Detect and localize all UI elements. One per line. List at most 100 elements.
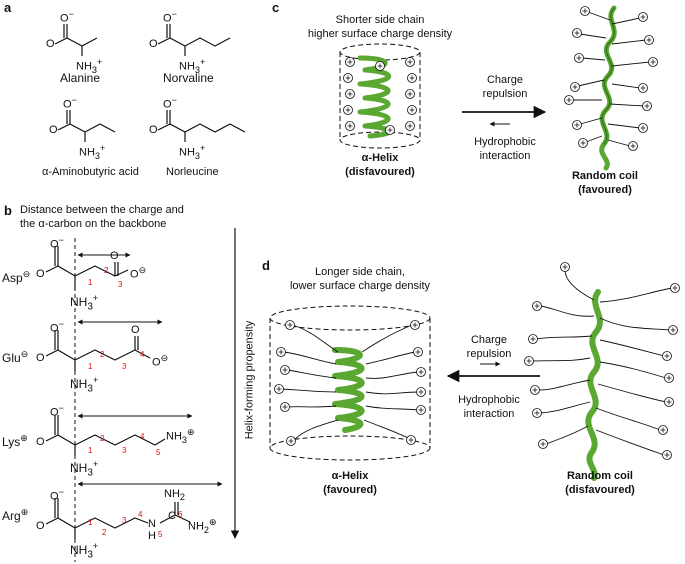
plus-charge-icon [409,75,415,81]
plus-charge-icon [418,407,424,413]
plus-charge-icon [640,125,646,131]
plus-charge-icon [574,122,580,128]
helix-d-sidechains [281,324,419,441]
norleucine-o: O [149,124,158,136]
plus-charge-icon [287,322,293,328]
arg-o-minus: O− [50,487,64,503]
plus-charge-icon [408,437,414,443]
arg-label: Arg⊕ [2,507,29,523]
helix-c-charges [343,57,417,135]
plus-charge-icon [666,375,672,381]
b-caption-line1: Distance between the charge and [20,204,184,216]
plus-charge-icon [530,336,536,342]
asp-o-terminal: O⊖ [130,265,147,281]
panel-label-b: b [4,203,12,218]
glu-o-terminal: O⊖ [152,353,169,369]
plus-charge-icon [640,14,646,20]
norleucine-structure [157,110,246,142]
b-caption-line2: the α-carbon on the backbone [20,218,167,230]
plus-charge-icon [415,349,421,355]
helix-propensity-label: Helix-forming propensity [243,320,256,440]
helix-d-coil [332,347,365,433]
lys-nh3-terminal: NH3⊕ [166,427,195,445]
glu-label: Glu⊖ [2,349,29,365]
plus-charge-icon [582,8,588,14]
panel-label-d: d [262,258,270,273]
plus-charge-icon [670,327,676,333]
arg-c6: 6 [178,510,183,519]
glu-nh3: NH3+ [70,375,99,395]
c-arrow-top1: Charge [486,74,524,86]
c-helix-label1: α-Helix [361,152,399,164]
lys-structure [45,415,166,456]
plus-charge-icon [630,143,636,149]
alanine-nh3: NH3+ [76,57,103,75]
asp-o-minus: O− [50,235,64,251]
plus-charge-icon [640,85,646,91]
plus-charge-icon [562,264,568,270]
plus-charge-icon [418,369,424,375]
lys-c4: 4 [140,432,145,441]
c-top-line1: Shorter side chain [335,14,425,26]
plus-charge-icon [412,322,418,328]
plus-charge-icon [666,399,672,405]
aminobutyric-name: α-Aminobutyric acid [42,166,139,178]
aminobutyric-structure [57,110,116,142]
plus-charge-icon [407,91,413,97]
coil-d-sidechains [531,269,673,456]
arg-c-guanidine: C [168,510,176,522]
c-coil-label1: Random coil [571,170,638,182]
glu-name: Glu [2,351,21,365]
aminobutyric-o: O [49,124,58,136]
arg-c5: 5 [158,530,163,539]
plus-charge-icon [646,37,652,43]
c-coil-label2: (favoured) [578,184,632,196]
arg-nh2-right: NH2⊕ [188,517,217,535]
plus-charge-icon [664,452,670,458]
alanine-o: O [46,38,55,50]
norvaline-name: Norvaline [163,71,214,85]
norvaline-o-minus: O− [163,9,177,25]
plus-charge-icon [288,438,294,444]
glu-o: O [36,352,45,364]
c-arrow-bottom1: Hydrophobic [474,136,536,148]
plus-charge-icon [377,63,383,69]
helix-d-charges [274,320,426,446]
coil-d [585,289,603,481]
glu-structure [45,330,151,372]
helix-d-cylinder [269,305,431,461]
lys-label: Lys⊕ [2,433,28,449]
asp-label: Asp⊖ [2,269,31,285]
norleucine-name: Norleucine [166,166,219,178]
arg-name: Arg [2,509,21,523]
asp-name: Asp [2,271,23,285]
plus-charge-icon [574,30,580,36]
asp-nh3: NH3+ [70,293,99,313]
arg-c4: 4 [138,510,143,519]
plus-charge-icon [572,84,578,90]
plus-charge-icon [644,103,650,109]
plus-charge-icon [282,367,288,373]
alanine-structure [54,24,98,56]
plus-charge-icon [409,107,415,113]
norvaline-nh3: NH3+ [179,57,206,75]
coil-c-sidechains [572,11,651,147]
plus-charge-icon [347,123,353,129]
d-arrow-top2: repulsion [466,348,512,360]
plus-charge-icon [347,91,353,97]
alanine-name: Alanine [60,71,101,85]
lys-nh3: NH3+ [70,459,99,479]
plus-charge-icon [407,123,413,129]
plus-charge-icon [345,75,351,81]
arg-structure [45,498,191,540]
coil-d-charges [524,262,680,460]
plus-charge-icon [664,353,670,359]
coil-c-charges [564,6,658,151]
lys-name: Lys [2,435,21,449]
arg-o: O [36,520,45,532]
asp-structure [45,246,129,290]
aminobutyric-nh3: NH3+ [79,143,106,161]
d-top-line2: lower surface charge density [289,280,430,292]
c-top-line2: higher surface charge density [307,28,453,40]
